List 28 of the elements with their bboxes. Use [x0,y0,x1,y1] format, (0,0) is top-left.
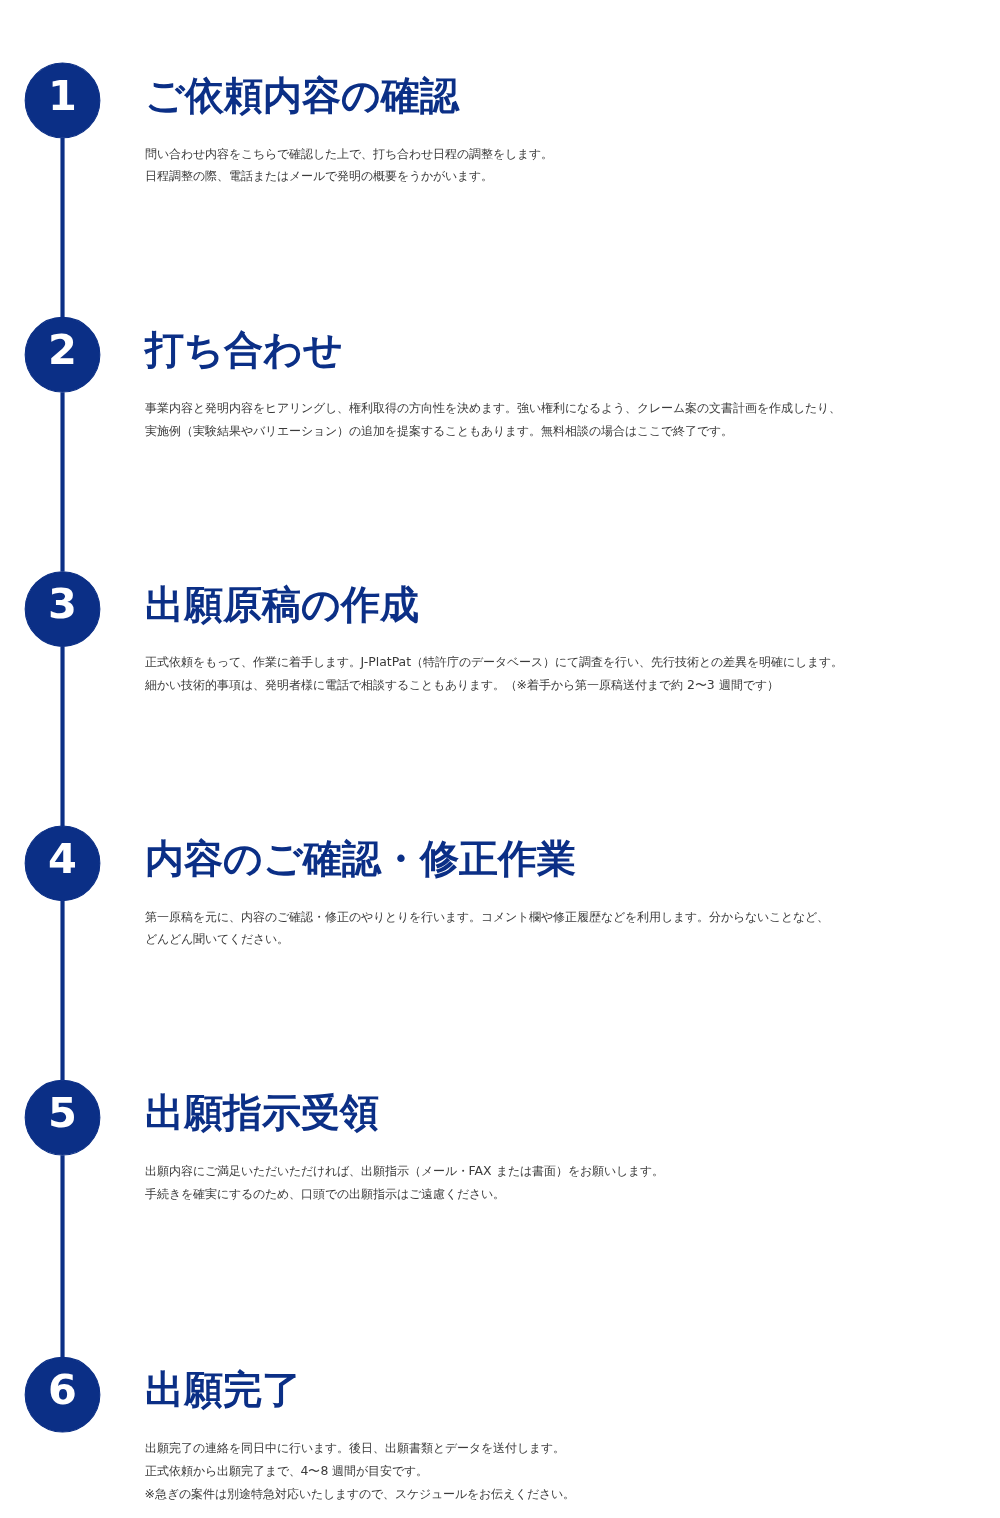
node-label: 出願指示受領 [144,1089,379,1136]
node-label: 出願完了の連絡を同日中に行います。後日、出願書類とデータを送付します。 [144,1439,565,1455]
node-label: 手続きを確実にするのため、口頭での出願指示はご遠慮ください。 [144,1185,505,1201]
node-label: 細かい技術的事項は、発明者様に電話で相談することもあります。（※着手から第一原稿送付まで約 2〜3 週間です） [144,677,779,693]
node-label: 出願内容にご満足いただいただければ、出願指示（メール・FAX または書面）をお願いします。 [144,1162,664,1178]
node-circle: 4 [24,825,101,902]
node-label: 第一原稿を元に、内容のご確認・修正のやりとりを行います。コメント欄や修正履歴などを利用します。分からないことなど、どんどん聞いてください。 [144,908,829,947]
node-circle: 1 [24,62,101,139]
connector [60,646,65,826]
connector [60,900,65,1081]
connector [60,137,65,318]
node-label: 打ち合わせ [144,326,343,373]
node-label: 正式依頼から出願完了まで、4〜8 週間が目安です。 [144,1462,429,1478]
connector [60,1155,65,1357]
node-circle: 2 [24,316,101,393]
node-circle: 3 [24,571,101,647]
node-label: ※急ぎの案件は別途特急対応いたしますので、スケジュールをお伝えください。 [144,1485,575,1501]
node-label: ご依頼内容の確認 [144,72,459,119]
node-circle: 5 [24,1079,101,1156]
connector [60,392,65,572]
node-label: 出願原稿の作成 [144,580,419,627]
node-label: 事業内容と発明内容をヒアリングし、権利取得の方向性を決めます。強い権利になるよう、クレーム案の文書計画を作成したり、実施例（実験結果やバリエーション）の追加を提案することもあります。無料相談の場合はここで終了です。 [144,399,841,438]
node-label: 問い合わせ内容をこちらで確認した上で、打ち合わせ日程の調整をします。 [144,145,553,161]
node-circle: 6 [24,1356,101,1433]
node-label: 日程調整の際、電話またはメールで発明の概要をうかがいます。 [144,168,493,184]
node-label: 出願完了 [144,1366,301,1413]
node-label: 正式依頼をもって、作業に着手します。J-PlatPat（特許庁のデータベース）にて調査を行い、先行技術との差異を明確にします。 [144,654,844,670]
node-label: 内容のご確認・修正作業 [144,835,576,882]
